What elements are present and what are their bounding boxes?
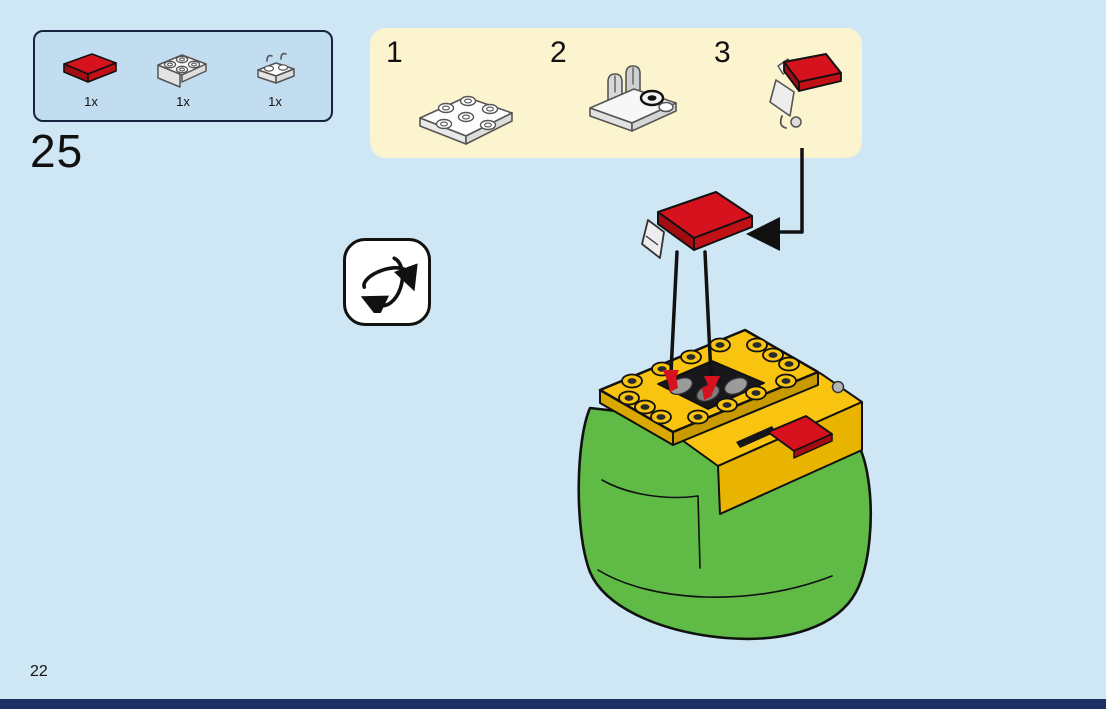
page-number: 22 <box>30 663 48 680</box>
rotate-model-indicator <box>343 238 431 326</box>
red-tile-part <box>641 191 753 259</box>
white-clip-plate-icon <box>257 52 295 84</box>
callout-arrow <box>746 148 804 251</box>
substep-3-piece-icon <box>769 53 842 129</box>
part-quantity: 1x <box>268 94 282 109</box>
top-plate-studs <box>618 337 800 425</box>
assembly-illustration <box>577 148 872 641</box>
part-quantity: 1x <box>176 94 190 109</box>
rotate-icon <box>360 256 418 313</box>
substep-number: 1 <box>386 36 403 69</box>
parts-callout-box: 1x 1x <box>33 30 333 122</box>
red-tile-2x2-icon <box>63 53 117 83</box>
model-yellow-top <box>598 328 820 446</box>
step-number: 25 <box>30 125 84 177</box>
substep-1-piece-icon <box>419 95 513 145</box>
substep-2: 2 <box>534 28 698 158</box>
placement-arrows <box>663 250 720 394</box>
substep-3: 3 <box>698 28 862 158</box>
part-item: 1x <box>240 45 310 109</box>
substep-1: 1 <box>370 28 534 158</box>
white-bracket-plate-icon <box>157 54 207 88</box>
substep-2-piece-icon <box>589 65 677 132</box>
part-item: 1x <box>56 45 126 109</box>
grey-pin <box>831 380 845 394</box>
footer-bar <box>0 699 1106 709</box>
substep-number: 3 <box>714 36 731 69</box>
part-quantity: 1x <box>84 94 98 109</box>
substep-number: 2 <box>550 36 567 69</box>
part-item: 1x <box>148 45 218 109</box>
substep-panel: 1 2 <box>370 28 862 158</box>
